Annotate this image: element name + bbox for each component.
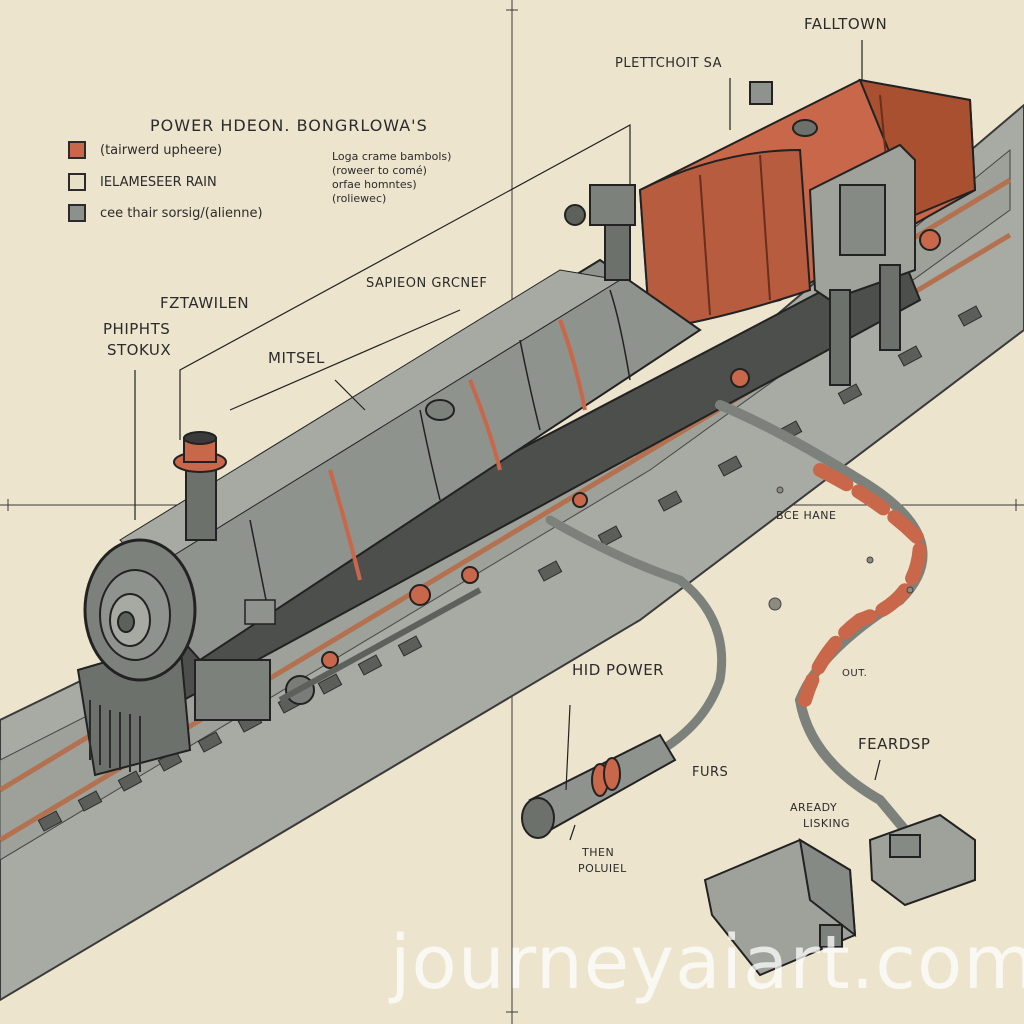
service-van-1: [703, 838, 857, 977]
debris: [768, 486, 914, 611]
rust-tender: [638, 78, 977, 332]
boiler-fittings: [425, 184, 636, 421]
label-aready: AREADY: [790, 801, 838, 814]
label-fztawilen: FZTAWILEN: [160, 294, 250, 312]
hose-nozzle: [521, 733, 677, 839]
label-out: OUT.: [842, 668, 868, 679]
legend-swatch: [68, 173, 86, 191]
label-stokux: STOKUX: [107, 341, 172, 359]
note-line: (roliewec): [332, 192, 387, 205]
label-lisking: LISKING: [803, 817, 851, 830]
label-then: THEN: [582, 846, 615, 859]
legend-item: (tairwerd upheere): [68, 141, 222, 159]
leader-lines: [134, 40, 881, 841]
note-line: Loga crame bambols): [332, 150, 452, 163]
boiler: [83, 258, 702, 721]
label-furs: FURS: [692, 765, 729, 780]
note-line: orfae homntes): [332, 178, 417, 191]
label-poluiel: POLUIEL: [578, 862, 627, 875]
label-feardsp: FEARDSP: [858, 735, 931, 753]
legend-item: IELAMESEER RAIN: [68, 173, 217, 191]
label-falltown: FALLTOWN: [804, 15, 888, 33]
note-line: (roweer to comé): [332, 164, 427, 177]
label-bce-hane: BCE HANE: [776, 509, 837, 522]
legend-swatch: [68, 204, 86, 222]
label-plettchoit: PLETTCHOIT SA: [615, 56, 723, 71]
legend-label: (tairwerd upheere): [100, 142, 223, 158]
service-van-2: [868, 813, 976, 907]
legend-swatch: [68, 141, 86, 159]
legend-title: POWER HDEON. BONGRLOWA'S: [150, 116, 428, 135]
legend-label: IELAMESEER RAIN: [100, 174, 217, 190]
legend-item: cee thair sorsig/(alienne): [68, 204, 263, 222]
label-phiphts: PHIPHTS: [103, 320, 171, 338]
control-cabinet: [808, 143, 916, 386]
running-gear: [278, 229, 941, 705]
rail-sleepers: [37, 305, 983, 832]
label-sapieon: SAPIEON GRCNEF: [366, 276, 488, 291]
label-hid-power: HID POWER: [572, 661, 665, 679]
smokestack: [173, 431, 227, 541]
label-mitsel: MITSEL: [268, 349, 325, 367]
hose-lines: [545, 400, 928, 835]
annotation-note: Loga crame bambols) (roweer to comé) orf…: [332, 150, 451, 206]
watermark: journeyaiart.com: [390, 920, 1024, 1006]
legend-label: cee thair sorsig/(alienne): [100, 205, 263, 221]
